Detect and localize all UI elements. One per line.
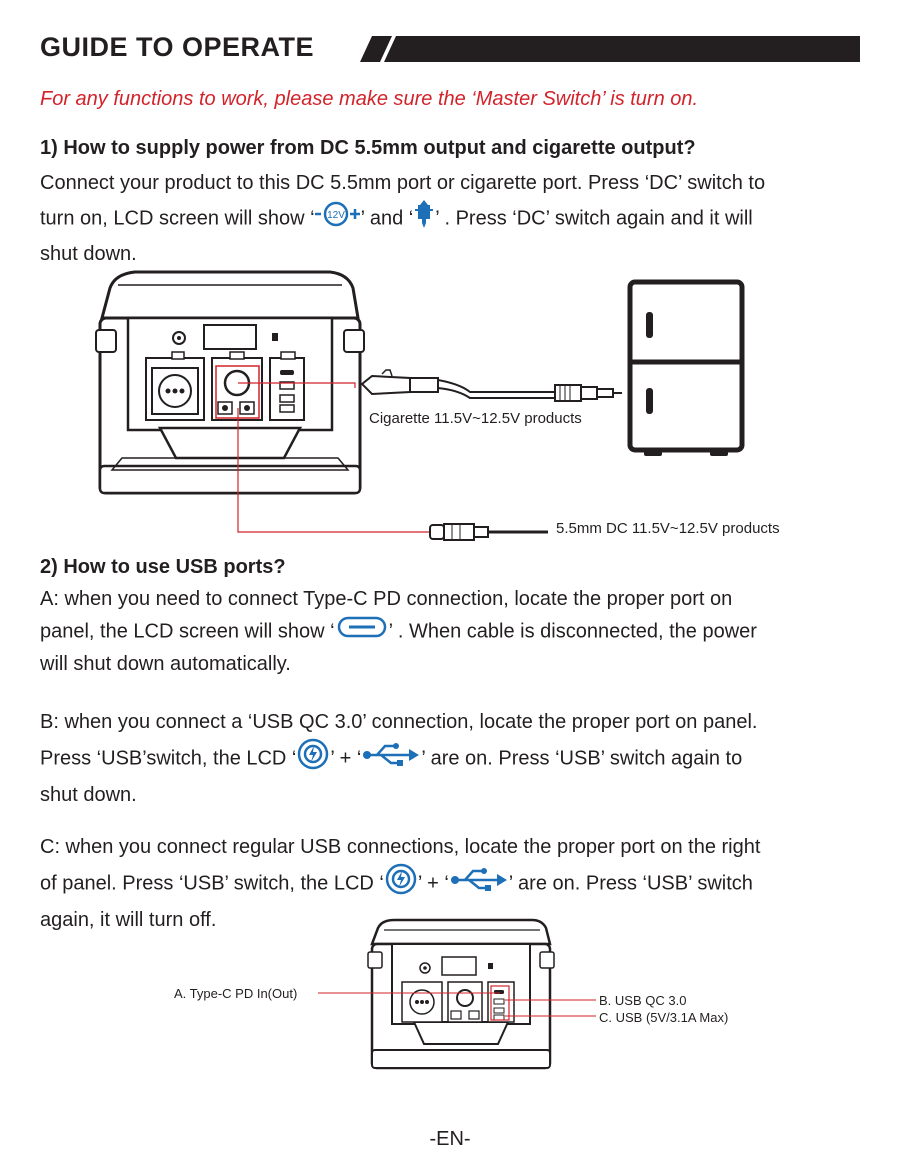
qc-label: B. USB QC 3.0 xyxy=(599,993,687,1008)
section2-paragraph-c: C: when you connect regular USB connecti… xyxy=(40,832,860,936)
figure-dc-connections xyxy=(95,270,745,541)
dc-products-label: 5.5mm DC 11.5V~12.5V products xyxy=(556,520,780,537)
text-span: ’ are on. Press ‘USB’ switch xyxy=(508,872,753,895)
text-span: Press ‘USB’switch, the LCD ‘ xyxy=(40,747,297,770)
paragraph-line: again, it will turn off. xyxy=(40,909,217,931)
title-stripe-decoration xyxy=(360,36,860,62)
text-span: ’ + ‘ xyxy=(330,747,362,770)
qc-charge-icon xyxy=(384,863,418,905)
text-span: ’ are on. Press ‘USB’ switch again to xyxy=(421,747,743,770)
usb-icon xyxy=(361,741,421,777)
section1-heading: 1) How to supply power from DC 5.5mm out… xyxy=(40,137,696,159)
section1-line: Connect your product to this DC 5.5mm po… xyxy=(40,172,766,194)
section1-line: turn on, LCD screen will show ‘ 12V ’ and … xyxy=(40,199,860,239)
usb-label: C. USB (5V/3.1A Max) xyxy=(599,1010,729,1025)
cigarette-plug-icon xyxy=(413,199,435,239)
cigarette-plug-cable xyxy=(360,369,622,402)
section2-heading: 2) How to use USB ports? xyxy=(40,556,286,578)
section2-paragraph-b: B: when you connect a ‘USB QC 3.0’ conne… xyxy=(40,707,860,811)
text-span: ’ and ‘ xyxy=(360,207,414,230)
station-handle xyxy=(100,270,360,320)
dc-12v-icon-text: 12V xyxy=(327,210,345,221)
cigarette-leader-line xyxy=(238,382,356,388)
paragraph-line: C: when you connect regular USB connecti… xyxy=(40,836,761,858)
paragraph-line: A: when you need to connect Type-C PD co… xyxy=(40,588,733,610)
section1-line: shut down. xyxy=(40,243,137,265)
text-span: ’ . When cable is disconnected, the powe… xyxy=(388,620,757,643)
text-span: of panel. Press ‘USB’ switch, the LCD ‘ xyxy=(40,872,384,895)
page-title: GUIDE TO OPERATE xyxy=(40,32,315,62)
usb-icon xyxy=(449,866,509,902)
dc-barrel-plug xyxy=(429,523,548,541)
master-switch-notice: For any functions to work, please make s… xyxy=(40,88,699,110)
paragraph-line: of panel. Press ‘USB’ switch, the LCD ‘ ’… xyxy=(40,863,860,905)
dc-12v-icon: 12V xyxy=(314,201,361,237)
station-handle xyxy=(370,918,552,946)
refrigerator-illustration xyxy=(627,279,745,456)
page-number: -EN- xyxy=(429,1128,471,1150)
section1-paragraph: Connect your product to this DC 5.5mm po… xyxy=(40,168,860,270)
paragraph-line: shut down. xyxy=(40,784,137,806)
paragraph-line: will shut down automatically. xyxy=(40,653,291,675)
qc-charge-icon xyxy=(296,738,330,780)
section2-paragraph-a: A: when you need to connect Type-C PD co… xyxy=(40,584,860,680)
text-span: panel, the LCD screen will show ‘ xyxy=(40,620,335,643)
paragraph-line: panel, the LCD screen will show ‘ ’ . Whe… xyxy=(40,615,860,649)
paragraph-line: Press ‘USB’switch, the LCD ‘ ’ + ‘ ’ are o… xyxy=(40,738,860,780)
figure-usb-ports xyxy=(318,918,596,1070)
typec-label: A. Type-C PD In(Out) xyxy=(174,986,298,1001)
text-span: turn on, LCD screen will show ‘ xyxy=(40,207,315,230)
usb-port-highlight xyxy=(490,985,510,1021)
type-c-icon xyxy=(335,615,389,649)
text-span: ’ + ‘ xyxy=(417,872,449,895)
paragraph-line: B: when you connect a ‘USB QC 3.0’ conne… xyxy=(40,711,758,733)
text-span: ’ . Press ‘DC’ switch again and it will xyxy=(435,207,753,230)
cigarette-products-label: Cigarette 11.5V~12.5V products xyxy=(369,410,582,427)
dc-leader-line xyxy=(237,408,430,533)
